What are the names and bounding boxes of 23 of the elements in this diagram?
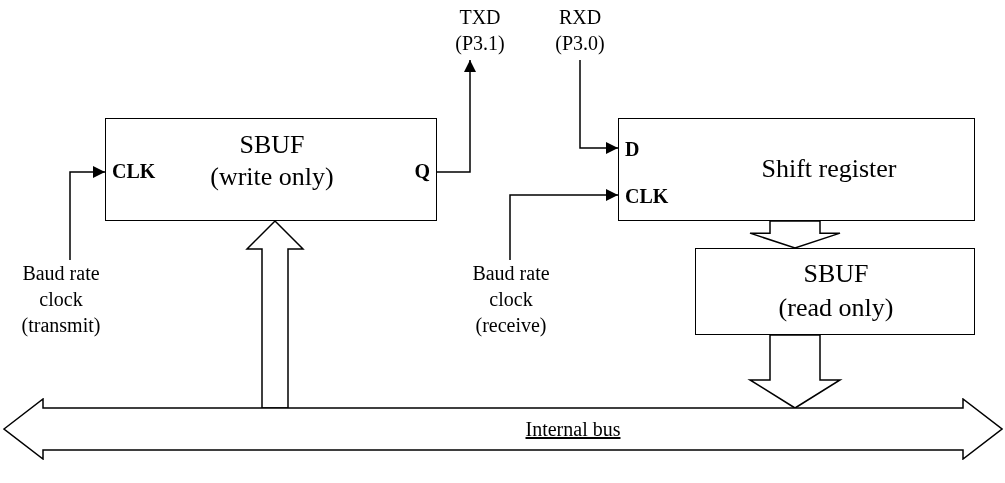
- block-arrow: [245, 219, 305, 409]
- arrow: [509, 189, 619, 261]
- arrow: [69, 166, 106, 261]
- register-box: [618, 118, 975, 221]
- pin-label: CLK: [625, 186, 669, 206]
- block-arrow: [749, 220, 841, 249]
- signal-label: TXD (P3.1): [454, 5, 506, 56]
- arrow: [436, 59, 476, 173]
- block-arrow: [747, 334, 843, 409]
- arrow: [579, 59, 619, 154]
- register-box: [105, 118, 437, 221]
- pin-label: D: [625, 139, 640, 159]
- clock-label: Baud rate clock (transmit): [20, 261, 102, 338]
- signal-label: RXD (P3.0): [554, 5, 606, 56]
- block-label: SBUF (read only): [777, 258, 895, 324]
- block-label: Shift register: [760, 153, 898, 185]
- pin-label: Q: [414, 161, 430, 181]
- bus-label: Internal bus: [524, 417, 622, 442]
- bus-arrow: [3, 398, 1003, 460]
- block-label: SBUF (write only): [209, 129, 335, 193]
- pin-label: CLK: [112, 161, 156, 181]
- clock-label: Baud rate clock (receive): [471, 261, 551, 338]
- register-box: [695, 248, 975, 335]
